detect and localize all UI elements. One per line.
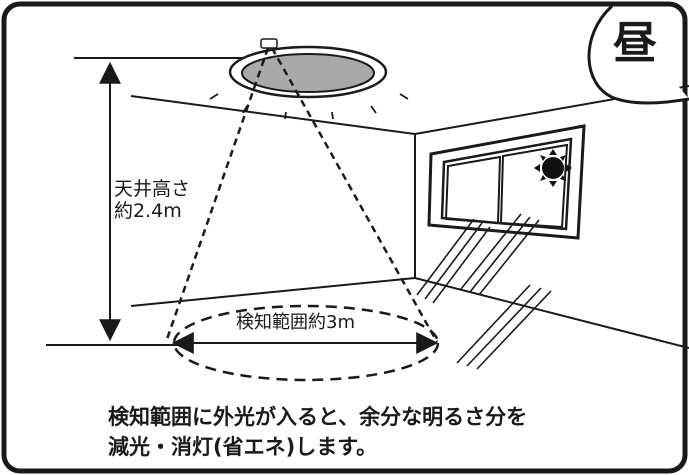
caption: 検知範囲に外光が入ると、余分な明るさ分を 減光・消灯(省エネ)します。 (108, 403, 527, 463)
sun-icon (534, 149, 572, 187)
caption-line1: 検知範囲に外光が入ると、余分な明るさ分を (108, 405, 528, 429)
caption-line2: 減光・消灯(省エネ)します。 (108, 434, 378, 459)
ceiling-height-line2: 約2.4m (114, 199, 182, 222)
ceiling-height-label: 天井高さ 約2.4m (112, 178, 193, 224)
window-icon (427, 124, 586, 240)
detection-cone (164, 47, 439, 343)
room-lines (130, 85, 689, 349)
ceiling-height-dimension (46, 57, 258, 346)
ceiling-height-line1: 天井高さ (114, 178, 191, 200)
daytime-badge: 昼 (613, 18, 657, 69)
ceiling-light-sensor-icon (209, 38, 409, 120)
badge-circle (587, 4, 689, 105)
sunlight-rays (416, 213, 552, 370)
detection-range-label: 検知範囲約3m (233, 312, 358, 334)
